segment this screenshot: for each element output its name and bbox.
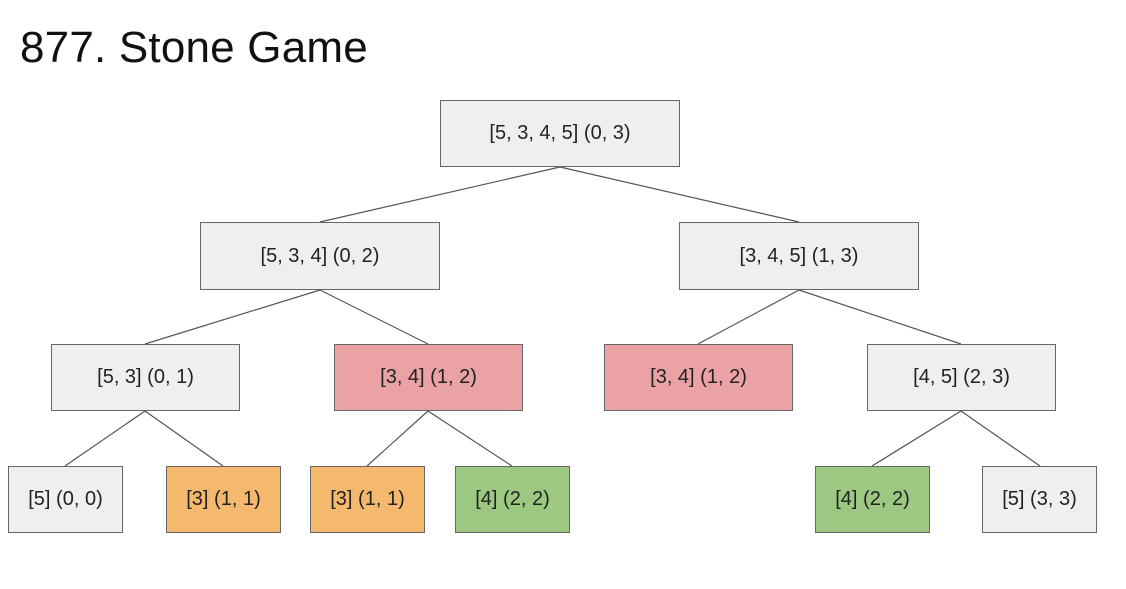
edge-n02-n12a: [319, 289, 429, 345]
edge-n13-n12b: [697, 289, 800, 345]
tree-node-0-1: [5, 3] (0, 1): [51, 344, 240, 411]
node-label: [4] (2, 2): [835, 488, 910, 510]
node-label: [3, 4, 5] (1, 3): [739, 244, 859, 267]
node-label: [5, 3, 4] (0, 2): [260, 244, 380, 267]
node-label: [4, 5] (2, 3): [913, 366, 1010, 388]
tree-node-2-2-right: [4] (2, 2): [815, 466, 930, 533]
edge-n02-n01: [144, 289, 321, 345]
edge-n12a-n22a: [427, 410, 513, 467]
tree-node-1-1-left: [3] (1, 1): [166, 466, 281, 533]
node-label: [3] (1, 1): [330, 488, 405, 510]
edge-n12a-n11b: [366, 410, 429, 467]
tree-node-1-1-right: [3] (1, 1): [310, 466, 425, 533]
node-label: [3, 4] (1, 2): [380, 366, 477, 388]
node-label: [5, 3] (0, 1): [97, 366, 194, 388]
page-title: 877. Stone Game: [20, 23, 368, 72]
tree-node-3-3: [5] (3, 3): [982, 466, 1097, 533]
node-label: [4] (2, 2): [475, 488, 550, 510]
node-label: [5, 3, 4, 5] (0, 3): [489, 122, 631, 144]
node-label: [3, 4] (1, 2): [650, 366, 747, 388]
tree-node-1-2-left: [3, 4] (1, 2): [334, 344, 523, 411]
edge-root-n13: [559, 166, 800, 223]
edge-n01-n00: [64, 410, 146, 467]
edge-root-n02: [319, 166, 561, 223]
tree-node-2-3: [4, 5] (2, 3): [867, 344, 1056, 411]
tree-node-root: [5, 3, 4, 5] (0, 3): [440, 100, 680, 167]
edge-n23-n33: [960, 410, 1041, 467]
node-label: [5] (3, 3): [1002, 488, 1077, 510]
tree-node-1-2-right: [3, 4] (1, 2): [604, 344, 793, 411]
tree-node-0-2: [5, 3, 4] (0, 2): [200, 222, 440, 290]
tree-node-1-3: [3, 4, 5] (1, 3): [679, 222, 919, 290]
edge-n23-n22b: [871, 410, 962, 467]
node-label: [3] (1, 1): [186, 488, 261, 510]
tree-node-2-2-left: [4] (2, 2): [455, 466, 570, 533]
edge-n01-n11a: [144, 410, 224, 467]
node-label: [5] (0, 0): [28, 488, 103, 510]
edge-n13-n23: [798, 289, 962, 345]
tree-node-0-0: [5] (0, 0): [8, 466, 123, 533]
